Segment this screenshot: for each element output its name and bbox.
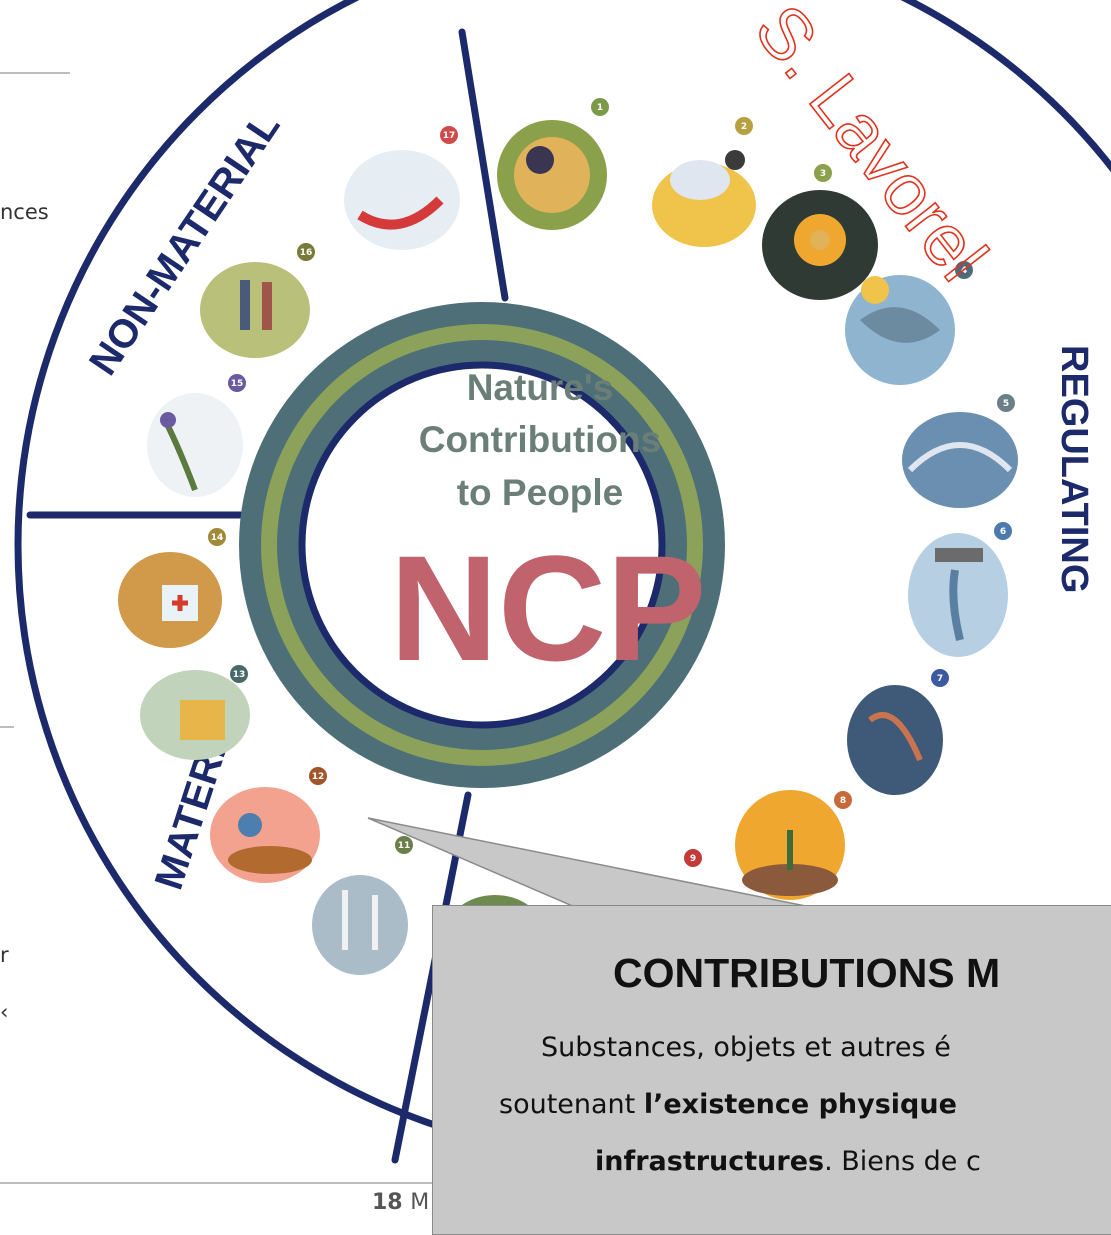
footer-text: M: [410, 1190, 430, 1215]
center-title-line2: Contributions: [419, 419, 662, 460]
badge-3: 3: [820, 169, 826, 179]
badge-12: 12: [312, 772, 325, 782]
badge-2: 2: [741, 122, 747, 132]
segment-label-regulating: REGULATING: [1053, 345, 1095, 593]
callout-box: CONTRIBUTIONS M Substances, objets et au…: [432, 905, 1111, 1235]
icon-hikers: [200, 262, 310, 358]
callout-line-1: Substances, objets et autres é: [541, 1032, 951, 1063]
side-text-fragment-low: ‹: [0, 1000, 9, 1024]
badge-13: 13: [233, 670, 246, 680]
ncp-acronym: NCP: [390, 524, 707, 692]
icon-globe-climate: [845, 275, 955, 385]
badge-6: 6: [1000, 527, 1006, 537]
badge-4: 4: [961, 266, 967, 276]
icon-pollinator-bee: [652, 150, 756, 247]
footer-number: 18: [372, 1190, 403, 1215]
callout-line-2-bold: l’existence physique: [643, 1089, 957, 1120]
badge-17: 17: [443, 131, 456, 141]
callout-line-2: soutenant l’existence physique: [499, 1089, 957, 1120]
callout-line-3: infrastructures. Biens de c: [595, 1146, 981, 1177]
badge-14: 14: [211, 533, 224, 543]
icon-medicine: [118, 552, 222, 648]
center-title-line3: to People: [457, 472, 624, 513]
badge-15: 15: [231, 379, 244, 389]
badge-9: 9: [690, 854, 696, 864]
divider-top: [458, 28, 509, 302]
callout-line-2-normal: soutenant: [499, 1089, 644, 1120]
icon-wind-turbines: [312, 875, 408, 975]
side-text-fragment-top: nces: [0, 200, 49, 224]
callout-title: CONTRIBUTIONS M: [613, 950, 1001, 996]
icon-flower: [762, 190, 878, 300]
badge-8: 8: [840, 796, 846, 806]
icon-wildflowers: [147, 393, 243, 497]
icon-soil-seedling: [735, 790, 845, 900]
callout-line-3-normal: . Biens de c: [824, 1146, 981, 1177]
icon-food-basket: [210, 787, 320, 883]
icon-mortar-herbs: [140, 670, 250, 760]
side-text-fragment-mid: r: [0, 943, 9, 967]
icon-storm-hazard: [847, 685, 943, 795]
icon-hands-learning: [344, 150, 460, 250]
badge-7: 7: [937, 674, 943, 684]
icon-ocean: [902, 412, 1018, 508]
badge-16: 16: [300, 248, 313, 258]
footer-ncp-number: 18 M: [372, 1190, 429, 1215]
badge-1: 1: [597, 103, 603, 113]
center-title-line1: Nature's: [467, 367, 614, 408]
badge-11: 11: [398, 841, 411, 851]
callout-line-3-bold: infrastructures: [595, 1146, 825, 1177]
icon-water-tap: [908, 533, 1008, 657]
icon-woman-gathering: [497, 120, 607, 230]
badge-5: 5: [1003, 399, 1009, 409]
center-disc: [298, 361, 666, 729]
